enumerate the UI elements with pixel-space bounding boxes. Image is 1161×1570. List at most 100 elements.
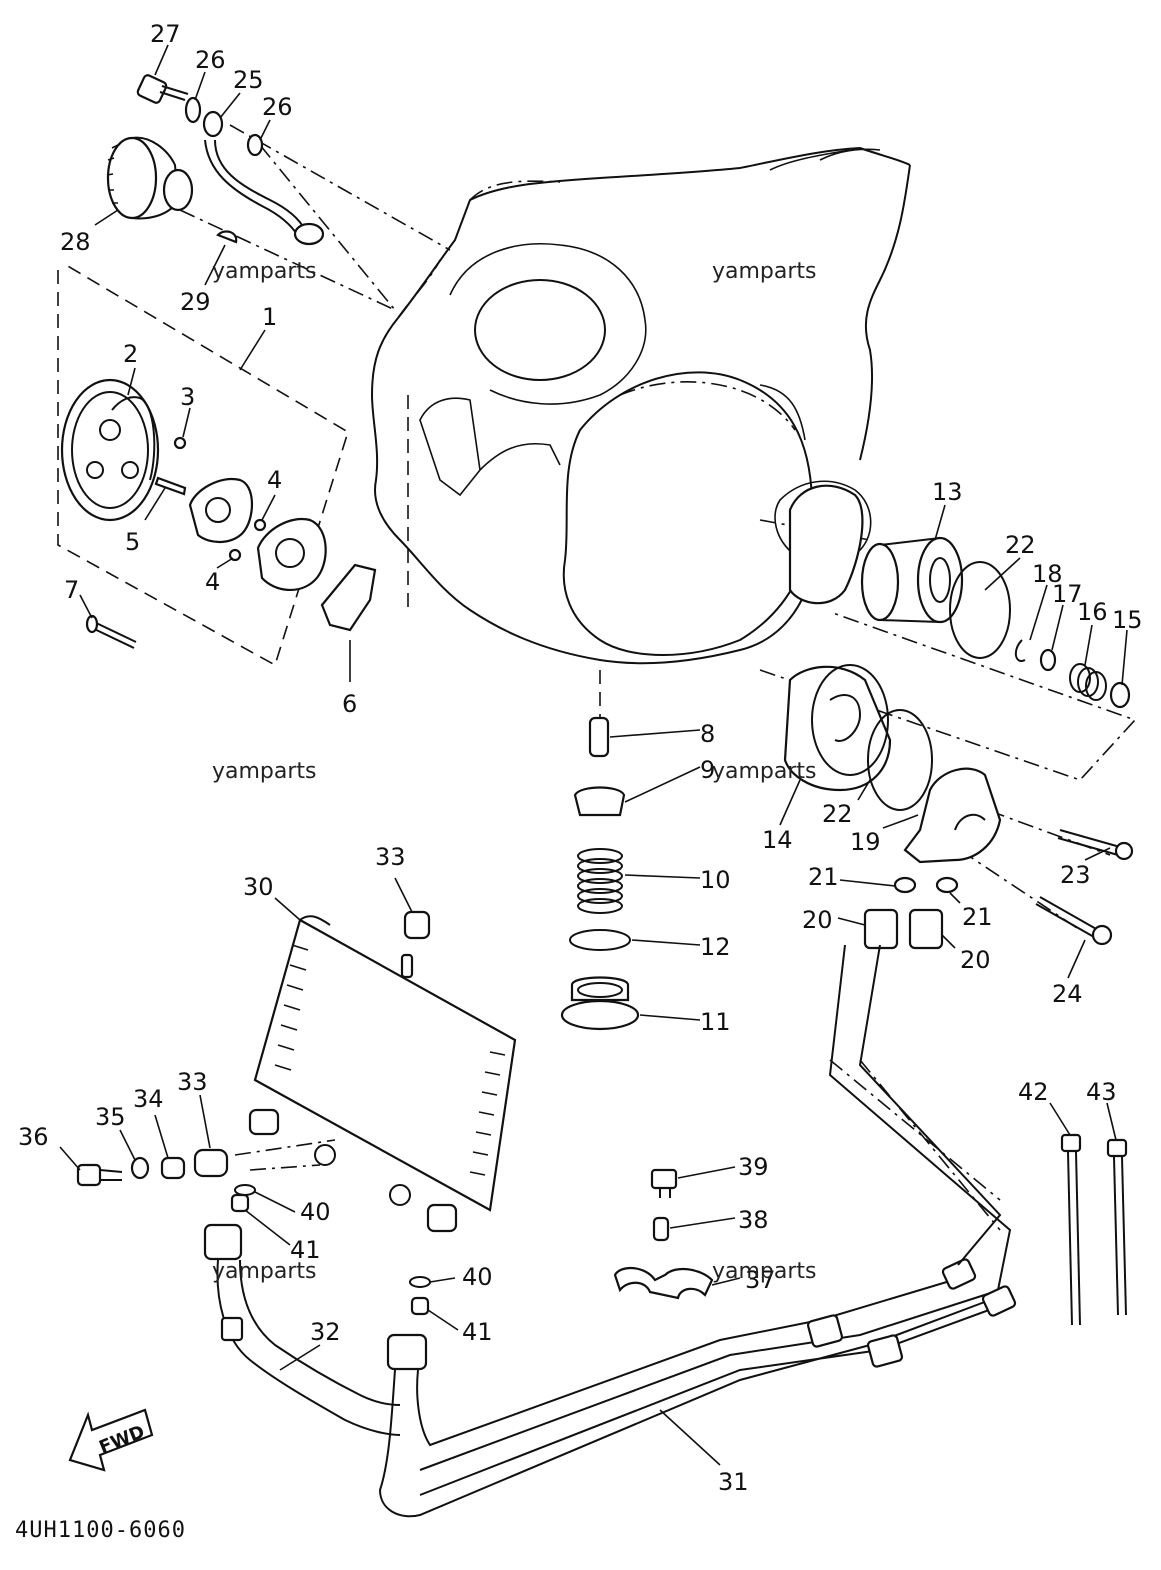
pump-gear-2 <box>60 378 160 522</box>
bolt-27 <box>136 74 189 104</box>
callout-37: 37 <box>745 1266 776 1294</box>
crankcase-drawing <box>370 146 911 720</box>
callout-42: 42 <box>1018 1078 1049 1106</box>
pump-housing <box>188 477 327 592</box>
callout-labels: 27 26 25 26 28 29 1 2 3 4 4 5 7 6 13 22 … <box>18 20 1143 1496</box>
callout-13: 13 <box>932 478 963 506</box>
callout-21: 21 <box>808 863 839 891</box>
callout-20: 20 <box>960 946 991 974</box>
o-ring-40a <box>234 1184 256 1196</box>
bolt-36 <box>76 1163 123 1187</box>
filter-13 <box>860 536 964 624</box>
spring-16 <box>1069 663 1107 701</box>
gasket-cover <box>788 484 864 605</box>
callout-32: 32 <box>310 1318 341 1346</box>
callout-5: 5 <box>125 528 140 556</box>
callout-28: 28 <box>60 228 91 256</box>
callout-16: 16 <box>1077 598 1108 626</box>
callout-40: 40 <box>462 1263 493 1291</box>
grommet-33b <box>193 1148 229 1178</box>
callout-18: 18 <box>1032 560 1063 588</box>
callout-43: 43 <box>1086 1078 1117 1106</box>
callout-33: 33 <box>177 1068 208 1096</box>
washer-26b <box>246 133 264 157</box>
callout-14: 14 <box>762 826 793 854</box>
clamp-37 <box>613 1267 714 1300</box>
callout-35: 35 <box>95 1103 126 1131</box>
callout-27: 27 <box>150 20 181 48</box>
callout-1: 1 <box>262 303 277 331</box>
callout-19: 19 <box>850 828 881 856</box>
bolt-23 <box>1057 829 1134 861</box>
callout-26: 26 <box>195 46 226 74</box>
o-ring-22b <box>867 709 933 811</box>
callout-25: 25 <box>233 66 264 94</box>
gasket-6 <box>320 563 377 632</box>
leader-lines <box>59 44 1128 1466</box>
pin-3 <box>173 436 187 450</box>
o-ring-22a <box>949 561 1011 659</box>
filter-cover-14 <box>783 664 892 792</box>
watermark: yamparts <box>712 759 817 784</box>
pin-5 <box>154 476 187 496</box>
callout-4: 4 <box>205 568 220 596</box>
callout-41: 41 <box>462 1318 493 1346</box>
callout-36: 36 <box>18 1123 49 1151</box>
callout-21: 21 <box>962 903 993 931</box>
collar-41a <box>230 1193 250 1213</box>
dowel-4a <box>253 518 267 532</box>
callout-38: 38 <box>738 1206 769 1234</box>
plug-11 <box>560 976 640 1031</box>
oil-hose-31 <box>378 944 1017 1518</box>
collar-41b <box>410 1296 430 1316</box>
fwd-arrow: FWD <box>68 1408 154 1472</box>
callout-34: 34 <box>133 1085 164 1113</box>
callout-7: 7 <box>64 576 79 604</box>
collar-38 <box>652 1216 670 1242</box>
callout-41: 41 <box>290 1236 321 1264</box>
callout-17: 17 <box>1052 580 1083 608</box>
callout-6: 6 <box>342 690 357 718</box>
o-ring-40b <box>409 1276 431 1288</box>
callout-30: 30 <box>243 873 274 901</box>
watermark: yamparts <box>212 759 317 784</box>
oil-hose-32 <box>203 1223 401 1436</box>
callout-2: 2 <box>123 340 138 368</box>
callout-20: 20 <box>802 906 833 934</box>
gear-28 <box>106 136 194 220</box>
grommet-33a <box>403 910 431 940</box>
watermarks: yamparts yamparts yamparts yamparts yamp… <box>212 259 817 1284</box>
callout-23: 23 <box>1060 861 1091 889</box>
callout-22: 22 <box>822 800 853 828</box>
washer-21a <box>893 876 917 894</box>
o-ring-12 <box>569 929 631 951</box>
cable-tie-43 <box>1106 1138 1128 1316</box>
bolt-24 <box>1035 896 1113 946</box>
washer-26a <box>184 96 202 124</box>
callout-12: 12 <box>700 933 731 961</box>
watermark: yamparts <box>712 259 817 284</box>
callout-8: 8 <box>700 720 715 748</box>
callout-26: 26 <box>262 93 293 121</box>
watermark: yamparts <box>712 1259 817 1284</box>
washer-21b <box>935 876 959 894</box>
cap-9 <box>573 786 626 817</box>
plug-15 <box>1109 681 1131 709</box>
callout-22: 22 <box>1005 531 1036 559</box>
callout-31: 31 <box>718 1468 749 1496</box>
union-bolts-20 <box>863 908 944 950</box>
diagram-code: 4UH1100-6060 <box>15 1518 186 1543</box>
oil-pump-group-outline <box>57 264 349 667</box>
oil-pipe-25 <box>202 110 325 246</box>
bolt-7 <box>85 614 137 649</box>
oil-cooler-30 <box>248 915 517 1233</box>
woodruff-key-29 <box>216 230 238 244</box>
spring-10 <box>577 848 623 914</box>
watermark: yamparts <box>212 1259 317 1284</box>
bolt-39 <box>650 1168 678 1198</box>
collar-34 <box>160 1156 186 1180</box>
callout-40: 40 <box>300 1198 331 1226</box>
circlip-18 <box>1014 639 1026 662</box>
washer-35 <box>130 1156 150 1180</box>
